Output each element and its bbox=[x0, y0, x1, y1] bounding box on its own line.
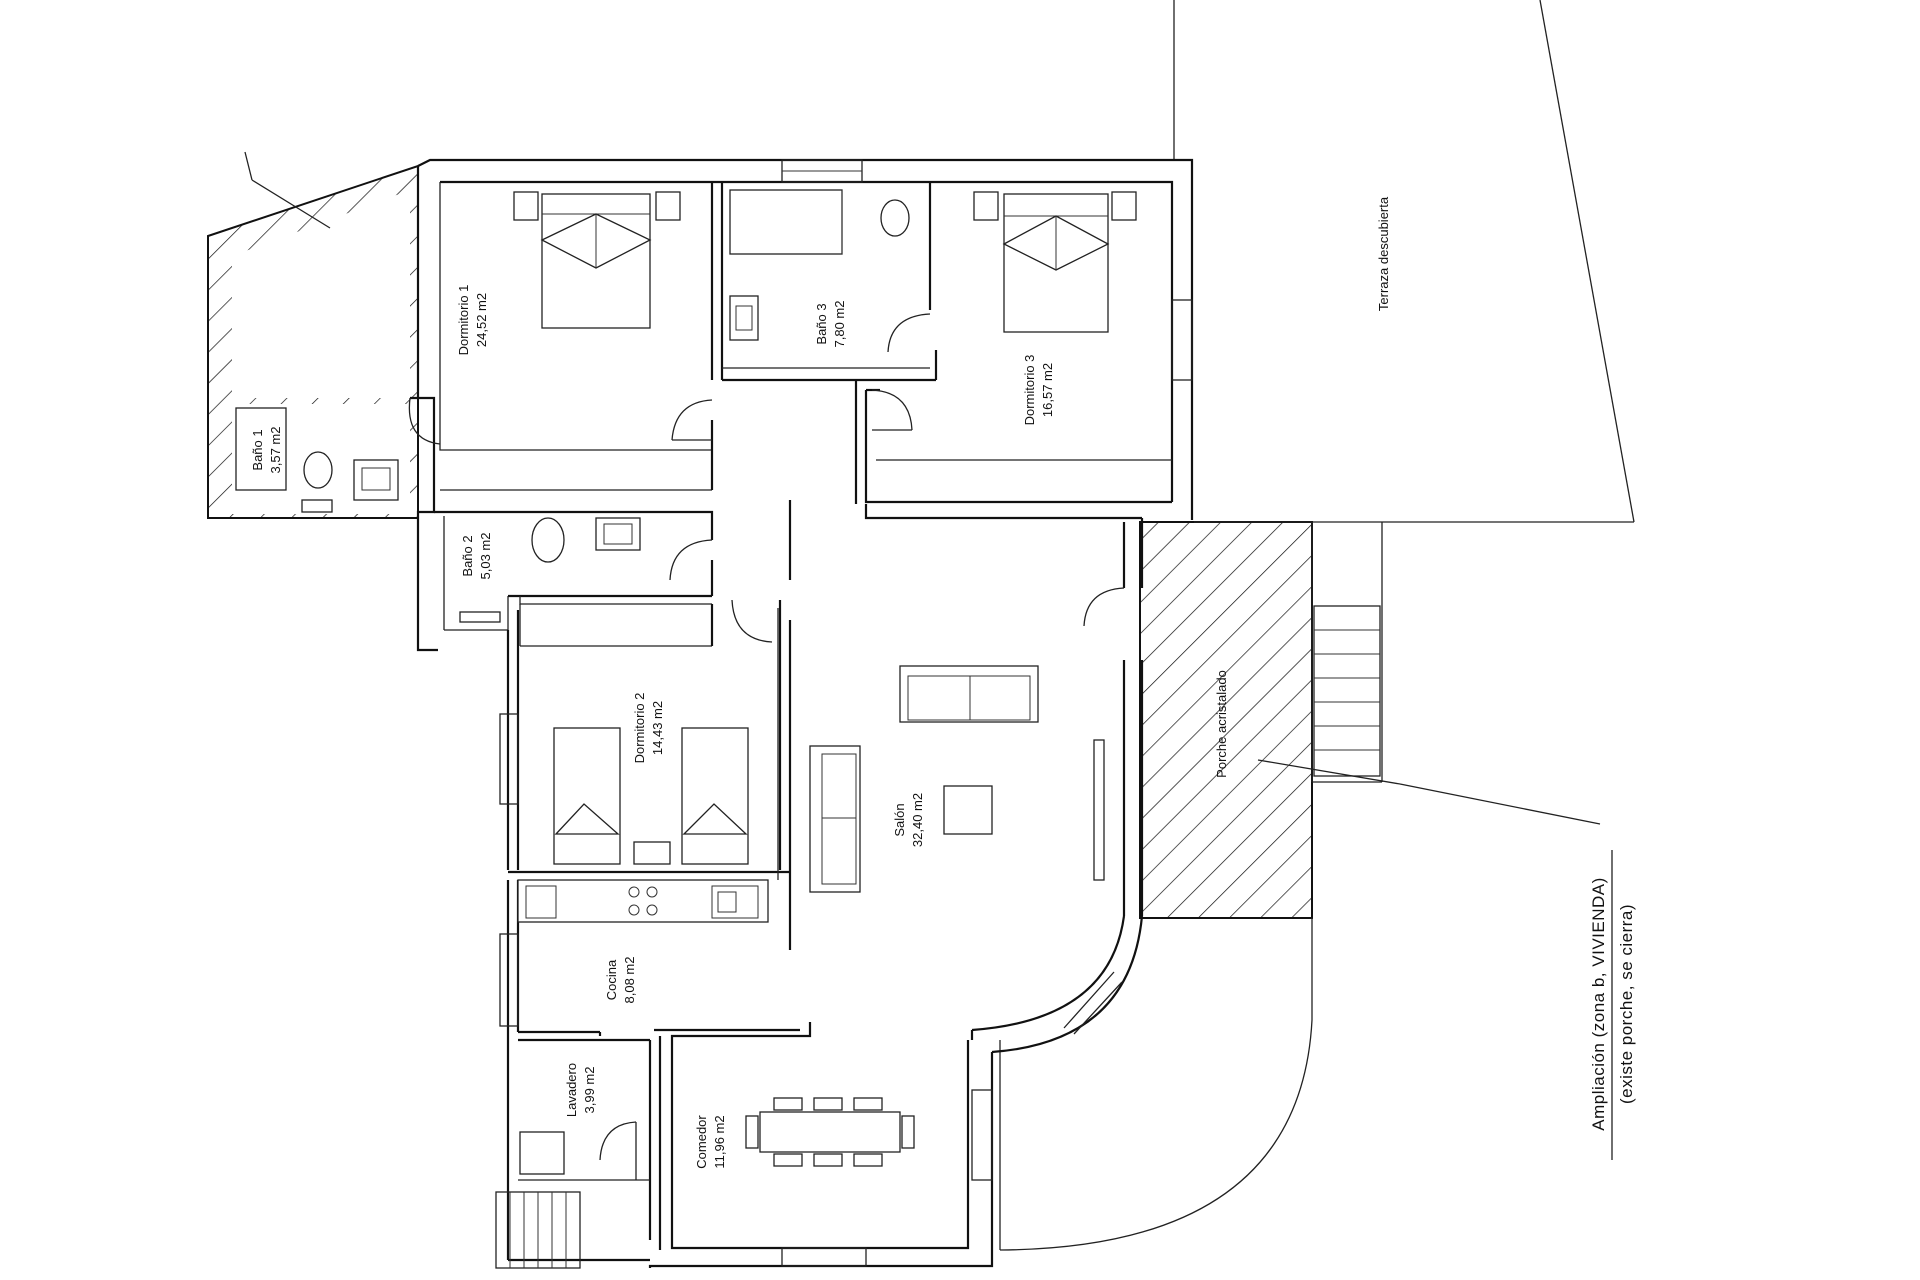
room-name-lavadero: Lavadero bbox=[564, 1063, 579, 1117]
room-name-dormitorio-1: Dormitorio 1 bbox=[456, 285, 471, 356]
room-label-dormitorio-2: Dormitorio 2 14,43 m2 bbox=[632, 693, 665, 764]
room-area-bano-1: 3,57 m2 bbox=[268, 427, 283, 474]
room-name-salon: Salón bbox=[892, 803, 907, 836]
bed-dormitorio-3 bbox=[973, 191, 1137, 333]
bath-3-fixtures bbox=[729, 189, 910, 341]
room-area-dormitorio-3: 16,57 m2 bbox=[1040, 363, 1055, 417]
room-name-bano-1: Baño 1 bbox=[250, 429, 265, 470]
room-area-bano-2: 5,03 m2 bbox=[478, 533, 493, 580]
room-name-terraza: Terraza descubierta bbox=[1376, 196, 1391, 311]
curved-garden-wall bbox=[999, 918, 1313, 1251]
room-label-bano-3: Baño 3 7,80 m2 bbox=[814, 301, 847, 348]
stairs-right bbox=[1313, 605, 1381, 777]
doors bbox=[408, 313, 1125, 1180]
bed-dormitorio-1 bbox=[513, 191, 681, 329]
room-area-comedor: 11,96 m2 bbox=[712, 1115, 727, 1168]
terrace-outline bbox=[1173, 0, 1635, 783]
room-label-lavadero: Lavadero 3,99 m2 bbox=[564, 1063, 597, 1117]
room-label-terraza: Terraza descubierta bbox=[1376, 196, 1391, 311]
annotation-line-1: Ampliación (zona b, VIVIENDA) bbox=[1589, 877, 1608, 1131]
room-label-dormitorio-1: Dormitorio 1 24,52 m2 bbox=[456, 285, 489, 356]
kitchen-counter bbox=[517, 879, 769, 923]
room-name-bano-3: Baño 3 bbox=[814, 303, 829, 344]
annotation-line-2: (existe porche, se cierra) bbox=[1617, 904, 1636, 1104]
room-area-cocina: 8,08 m2 bbox=[622, 957, 637, 1004]
room-label-bano-2: Baño 2 5,03 m2 bbox=[460, 533, 493, 580]
room-name-porche: Porche acristalado bbox=[1214, 670, 1229, 778]
room-area-bano-3: 7,80 m2 bbox=[832, 301, 847, 348]
room-area-lavadero: 3,99 m2 bbox=[582, 1067, 597, 1114]
room-area-dormitorio-2: 14,43 m2 bbox=[650, 701, 665, 755]
room-name-dormitorio-3: Dormitorio 3 bbox=[1022, 355, 1037, 426]
room-name-comedor: Comedor bbox=[694, 1115, 709, 1169]
hatched-porch bbox=[1139, 521, 1601, 919]
salon-furniture bbox=[809, 665, 1039, 893]
room-label-porche: Porche acristalado bbox=[1214, 670, 1229, 778]
room-label-comedor: Comedor 11,96 m2 bbox=[694, 1115, 727, 1169]
bath-1-fixtures bbox=[235, 407, 399, 513]
room-label-dormitorio-3: Dormitorio 3 16,57 m2 bbox=[1022, 355, 1055, 426]
beds-dormitorio-2 bbox=[553, 727, 749, 865]
room-label-salon: Salón 32,40 m2 bbox=[892, 793, 925, 847]
stairs-left bbox=[495, 1191, 581, 1269]
lavadero-fixtures bbox=[519, 1131, 565, 1175]
room-area-dormitorio-1: 24,52 m2 bbox=[474, 293, 489, 347]
room-area-salon: 32,40 m2 bbox=[910, 793, 925, 847]
room-name-dormitorio-2: Dormitorio 2 bbox=[632, 693, 647, 764]
room-label-cocina: Cocina 8,08 m2 bbox=[604, 957, 637, 1004]
room-name-cocina: Cocina bbox=[604, 959, 619, 1000]
bath-2-fixtures bbox=[459, 517, 641, 623]
windows bbox=[499, 159, 1193, 1267]
room-label-bano-1: Baño 1 3,57 m2 bbox=[250, 427, 283, 474]
dining-table bbox=[745, 1097, 915, 1167]
ampliacion-annotation: Ampliación (zona b, VIVIENDA) (existe po… bbox=[1589, 850, 1636, 1160]
room-name-bano-2: Baño 2 bbox=[460, 535, 475, 576]
